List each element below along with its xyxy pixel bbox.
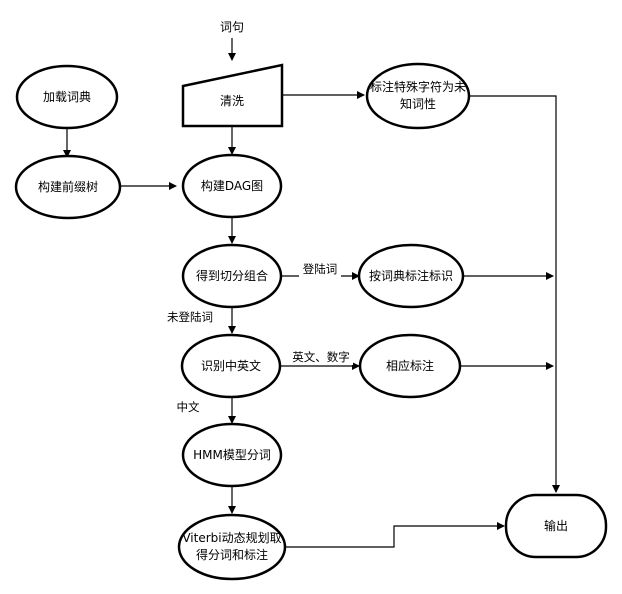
node-dict-mark-label: 按词典标注标识 — [369, 268, 453, 283]
node-corresponding-label: 相应标注 — [386, 358, 434, 373]
node-hmm-label: HMM模型分词 — [193, 448, 271, 462]
node-recognize-label: 识别中英文 — [201, 358, 261, 373]
edge-label-en-num: 英文、数字 — [292, 350, 350, 364]
node-get-combo — [181, 243, 283, 309]
node-hmm — [181, 422, 283, 488]
node-build-dag-label: 构建DAG图 — [201, 178, 263, 193]
node-build-prefix-label: 构建前缀树 — [38, 179, 98, 194]
node-viterbi-label-2: 得分词和标注 — [196, 547, 268, 562]
input-label: 词句 — [220, 20, 244, 34]
node-build-dag — [181, 153, 283, 219]
edges — [63, 38, 560, 548]
node-output — [504, 493, 608, 559]
node-clean-label: 清洗 — [220, 94, 244, 108]
node-mark-special — [365, 62, 471, 130]
edge-label-unregistered: 未登陆词 — [167, 310, 213, 324]
nodes: 词句 加载词典 清洗 标注特殊字符为未 知词性 构建前缀树 构建DAG图 得到切… — [14, 20, 608, 581]
node-viterbi — [177, 513, 287, 581]
node-dict-mark — [357, 243, 465, 309]
edge-label-registered: 登陆词 — [303, 262, 338, 276]
node-recognize — [180, 333, 282, 399]
node-clean — [181, 63, 284, 128]
edge-viterbi-output — [286, 522, 505, 548]
node-get-combo-label: 得到切分组合 — [196, 268, 268, 283]
node-mark-special-label-2: 知词性 — [400, 97, 436, 111]
node-build-prefix — [14, 154, 122, 220]
edge-label-chinese: 中文 — [177, 400, 200, 414]
node-load-dict-label: 加载词典 — [43, 90, 91, 104]
node-viterbi-label-1: Viterbi动态规划取 — [182, 530, 281, 545]
edge-labels: 登陆词 未登陆词 英文、数字 中文 — [167, 261, 353, 414]
node-corresponding — [358, 333, 462, 399]
edge-label-bg — [299, 261, 341, 277]
node-load-dict — [15, 64, 119, 130]
edge-mark-output — [470, 95, 560, 493]
edge-label-bg — [289, 349, 353, 365]
node-mark-special-label-1: 标注特殊字符为未 — [370, 79, 466, 94]
node-output-label: 输出 — [544, 518, 568, 533]
